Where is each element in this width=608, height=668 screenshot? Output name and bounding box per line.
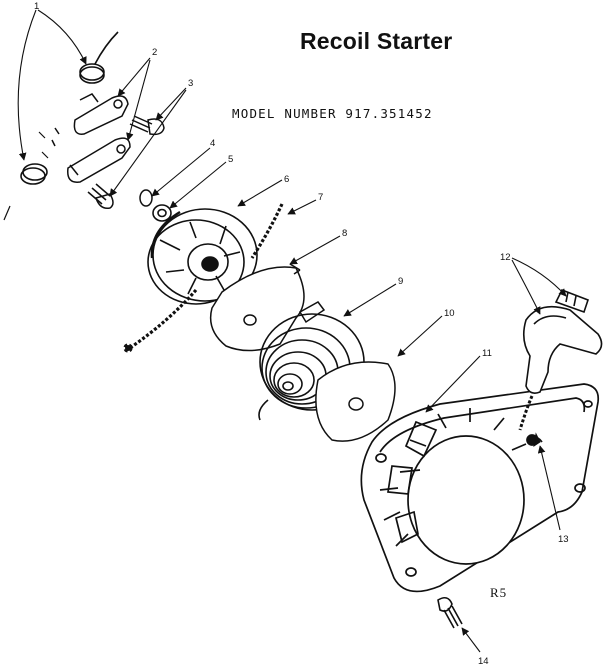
callout-14: 14 <box>478 656 489 667</box>
part-5-washer <box>152 204 172 222</box>
part-7-rope <box>123 203 284 353</box>
callout-4: 4 <box>210 138 215 149</box>
part-3-screw <box>87 115 165 210</box>
callout-13: 13 <box>558 534 569 545</box>
part-2-pawl <box>51 93 131 183</box>
leader-lines <box>17 9 567 653</box>
callout-9: 9 <box>398 276 403 287</box>
callout-3: 3 <box>188 78 193 89</box>
part-14-bolt <box>437 596 463 629</box>
part-10-retainer-plate <box>315 361 396 442</box>
drawing-code: R5 <box>490 585 508 600</box>
part-8-plate <box>209 263 326 352</box>
callout-labels: 1 2 3 4 5 6 7 8 9 10 11 12 13 14 <box>34 1 569 667</box>
callout-6: 6 <box>284 174 289 185</box>
callout-5: 5 <box>228 154 233 165</box>
part-11-housing <box>360 383 600 593</box>
part-4-washer <box>139 189 153 207</box>
callout-2: 2 <box>152 47 157 58</box>
part-6-pulley <box>147 208 258 305</box>
callout-7: 7 <box>318 192 323 203</box>
callout-1: 1 <box>34 1 39 12</box>
callout-8: 8 <box>342 228 347 239</box>
model-number: MODEL NUMBER 917.351452 <box>232 106 433 121</box>
part-13-rope-guide <box>533 432 541 448</box>
callout-12: 12 <box>500 252 511 263</box>
edge-mark <box>3 205 11 221</box>
callout-10: 10 <box>444 308 455 319</box>
part-1-spring-clip <box>20 31 119 185</box>
diagram-title: Recoil Starter <box>300 28 453 54</box>
callout-11: 11 <box>482 348 492 359</box>
